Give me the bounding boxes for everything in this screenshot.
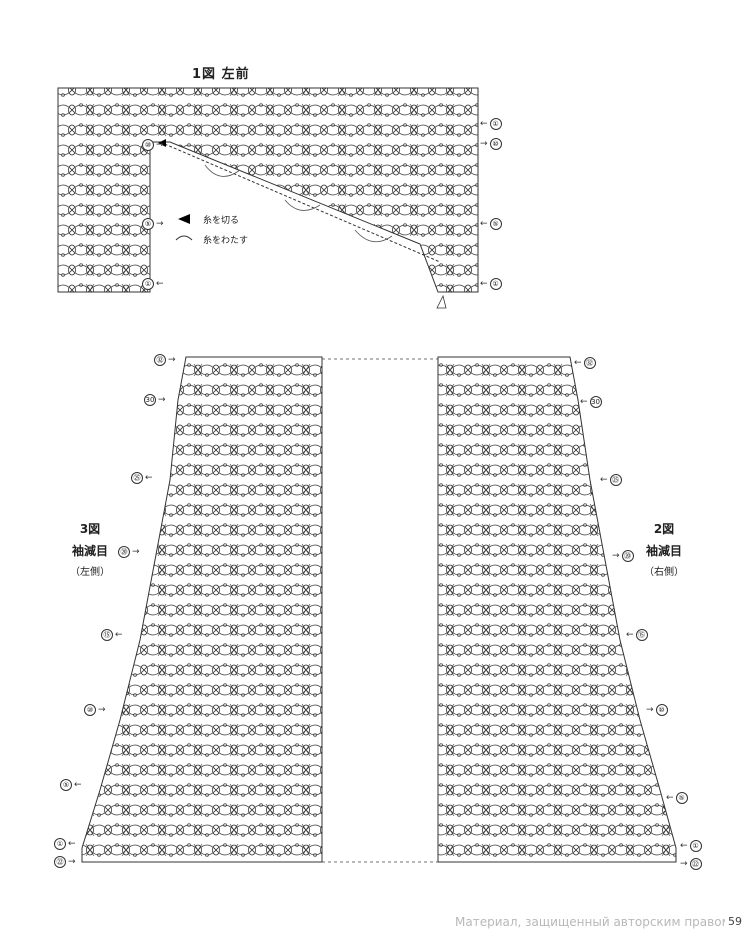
legend-cut-symbol <box>178 214 190 224</box>
fig3-row-22: ㉒→ <box>54 856 76 868</box>
page-number: 59 <box>728 915 742 928</box>
fig2-row-15: ←⑮ <box>626 629 648 641</box>
fig3-row-25: ㉕← <box>131 472 153 484</box>
figure3-label: 3図 袖減目 （左側） <box>70 522 110 578</box>
fig2-row-20: →⑳ <box>612 550 634 562</box>
fig3-row-1: ①← <box>54 838 76 850</box>
fig3-row-32: ㉜→ <box>154 354 176 366</box>
fig3-row-20: ⑳→ <box>118 546 140 558</box>
fig1-left-row-1: ①← <box>142 278 164 290</box>
legend-carry-label: 糸をわたす <box>203 236 249 246</box>
fig3-row-15: ⑮← <box>101 629 123 641</box>
fig3-row-10: ⑩→ <box>84 704 106 716</box>
fig1-right-row-10: →⑩ <box>480 138 502 150</box>
figure2-chart <box>437 356 677 863</box>
fig1-left-row-10: ⑩→ <box>142 139 164 151</box>
fig2-row-22: →㉒ <box>680 858 702 870</box>
fig1-right-row-1: ←① <box>480 118 502 130</box>
fig1-right-row-5: ←⑤ <box>480 218 502 230</box>
fig1-left-row-5: ⑤→ <box>142 218 164 230</box>
fig2-row-30: ←30 <box>580 396 602 408</box>
fig2-row-32: ←㉜ <box>574 357 596 369</box>
fig3-row-5: ⑤← <box>60 779 82 791</box>
cut-yarn-marker <box>158 139 166 147</box>
figure1-chart <box>57 87 479 309</box>
legend-cut-label: 糸を切る <box>203 216 240 226</box>
fig2-row-10: →⑩ <box>646 704 668 716</box>
figure2-label: 2図 袖減目 （右側） <box>644 522 684 578</box>
watermark-text: Материал, защищенный авторским правом <box>455 915 725 929</box>
fig2-row-1: ←① <box>680 840 702 852</box>
legend-carry-symbol <box>175 235 193 241</box>
fig3-row-30: 30→ <box>144 394 166 406</box>
figure3-chart <box>81 356 323 863</box>
fig2-row-25: ←㉕ <box>600 474 622 486</box>
figure1-title: 1図 左前 <box>192 67 250 82</box>
fig2-row-5: ←⑤ <box>666 792 688 804</box>
fig1-right-row-1b: ←① <box>480 278 502 290</box>
